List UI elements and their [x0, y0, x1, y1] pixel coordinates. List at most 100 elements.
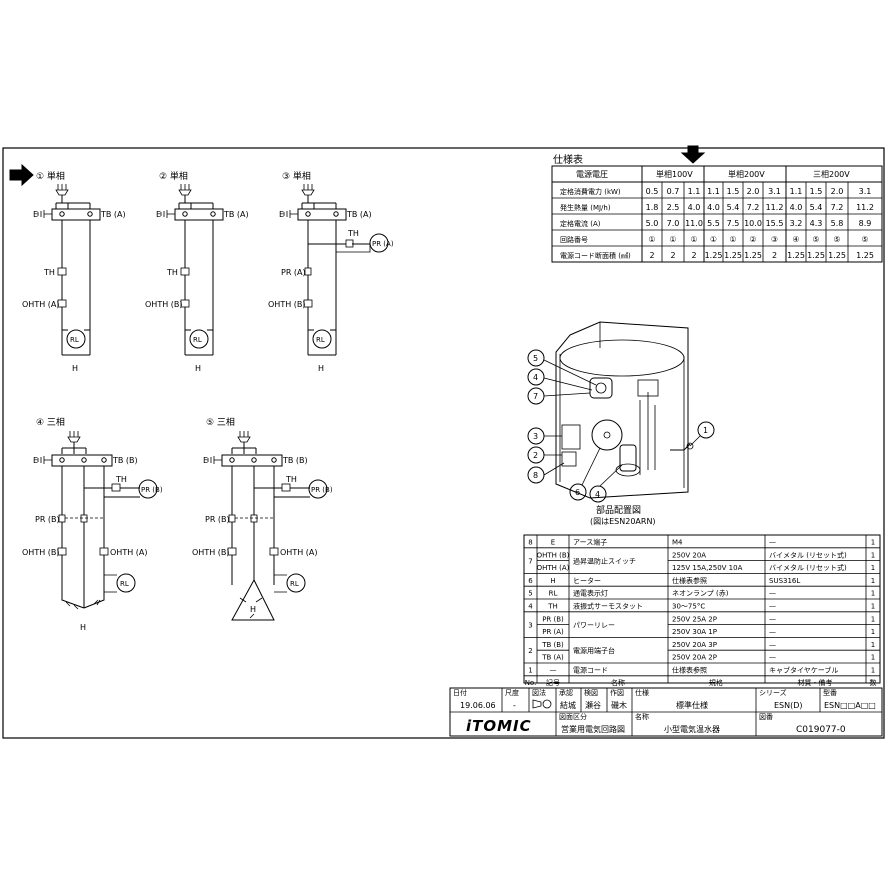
spec-cell: 3.1: [859, 187, 872, 196]
approve-value: 結城: [560, 700, 576, 710]
circuit-5: ⑤ 三相 E TB (B) TH PR (B) PR (B) OHTH (B) …: [192, 416, 333, 621]
parts-qty: 1: [871, 539, 875, 547]
circuit-label: ⑤ 三相: [206, 416, 235, 428]
ohth-switch: [57, 299, 67, 308]
pr-label: PR (A): [281, 268, 306, 277]
date-value: 19.06.06: [460, 701, 496, 710]
circuit-label: ③ 単相: [282, 170, 311, 182]
parts-qty: 1: [871, 615, 875, 623]
heater-label: H: [195, 364, 201, 373]
check-value: 瀬谷: [585, 700, 601, 710]
th-label: TH: [347, 229, 359, 238]
parts-no: 1: [528, 666, 532, 674]
parts-spec: 仕様表参照: [672, 666, 707, 675]
spec-label: 仕様: [635, 688, 649, 697]
check-label: 検図: [584, 688, 598, 697]
parts-no: 2: [528, 647, 532, 655]
parts-material: キャブタイヤケーブル: [769, 666, 838, 675]
spec-cell: 5.4: [810, 203, 823, 212]
rl-label: RL: [120, 580, 129, 588]
model-value: ESN□□A□□: [824, 701, 876, 710]
spec-cell: 2.0: [831, 187, 844, 196]
plug-icon: [55, 184, 69, 196]
spec-row-label: 回路番号: [560, 235, 588, 244]
series-label: シリーズ: [759, 688, 787, 697]
power-relay-icon: [138, 479, 158, 499]
callout-number: 8: [533, 471, 538, 480]
spec-value: 標準仕様: [676, 700, 708, 710]
thermostat-switch: [345, 239, 354, 248]
callout-number: 4: [595, 490, 600, 499]
parts-symbol: TB (B): [541, 641, 564, 649]
plug-icon: [178, 184, 192, 196]
terminal-block: [51, 208, 101, 221]
circuit-4: ④ 三相 E TB (B) TH PR (B) PR (B) OHTH (B) …: [22, 416, 163, 632]
parts-symbol: PR (A): [542, 628, 564, 636]
spec-cell: 5.4: [727, 203, 740, 212]
parts-symbol: RL: [549, 590, 558, 598]
draft-value: 磯木: [611, 700, 627, 710]
voltage-label: 電源電圧: [576, 170, 608, 179]
selected-arrow-icon: [680, 145, 706, 164]
spec-cell: 11.2: [856, 203, 874, 212]
parts-layout-figure: 5 4 7 3 2 8 6 4 1 部品配置図 (図はESN20ARN): [527, 321, 715, 526]
ohth-switch: [99, 547, 109, 556]
spec-cell: ④: [792, 235, 799, 244]
parts-material: —: [769, 590, 776, 598]
series-value: ESN(D): [774, 701, 803, 710]
spec-row-label: 電源コード断面積 (㎟): [560, 251, 631, 260]
pr-label: PR (B): [205, 515, 230, 524]
product-name-label: 名称: [635, 712, 649, 721]
parts-no: 7: [528, 558, 532, 566]
spec-cell: 2: [670, 251, 675, 260]
rl-label: RL: [70, 336, 79, 344]
th-label: TH: [285, 475, 297, 484]
spec-cell: 1.25: [744, 251, 762, 260]
parts-header-no: No.: [525, 679, 537, 687]
callout-number: 2: [533, 451, 538, 460]
spec-cell: 1.5: [810, 187, 823, 196]
parts-qty: 1: [871, 654, 875, 662]
indicator-lamp-icon: [116, 573, 136, 593]
indicator-lamp-icon: [286, 573, 306, 593]
terminal-e-label: E: [203, 456, 208, 465]
parts-qty: 1: [871, 603, 875, 611]
heater-star-icon: [61, 590, 105, 610]
plug-icon: [67, 431, 81, 443]
spec-cell: 7.2: [747, 203, 760, 212]
parts-material: —: [769, 539, 776, 547]
plug-icon: [237, 431, 251, 443]
spec-cell: 1.1: [790, 187, 803, 196]
spec-cell: 1.5: [727, 187, 740, 196]
earth-icon: [207, 456, 222, 464]
scale-value: -: [513, 701, 516, 710]
spec-title: 仕様表: [553, 153, 583, 166]
parts-name: 電源用端子台: [573, 646, 615, 655]
spec-cell: ①: [648, 235, 655, 244]
ohth-label: OHTH (B): [22, 548, 60, 557]
earth-icon: [283, 210, 298, 218]
parts-symbol: TH: [547, 603, 558, 611]
parts-spec: M4: [672, 539, 683, 547]
parts-qty: 1: [871, 564, 875, 572]
th-label: TH: [166, 268, 178, 277]
draft-label: 作図: [610, 688, 624, 697]
parts-material: —: [769, 615, 776, 623]
layout-subcaption: (図はESN20ARN): [590, 517, 656, 526]
title-block: 日付 19.06.06 尺度 - 図法 承認 結城 検図 瀬谷 作図 磯木 仕様…: [449, 687, 883, 737]
parts-symbol: E: [551, 539, 555, 547]
spec-cell: 1.1: [688, 187, 701, 196]
parts-name: 電源コード: [573, 665, 608, 674]
spec-row-label: 定格消費電力 (kW): [560, 187, 621, 196]
sheet-border: [2, 147, 885, 739]
heater-label: H: [80, 623, 86, 632]
callout-number: 4: [533, 373, 538, 382]
callout-number: 3: [533, 432, 538, 441]
parts-material: SUS316L: [769, 577, 800, 585]
spec-cell: 7.2: [831, 203, 844, 212]
ohth-label: OHTH (B): [192, 548, 230, 557]
ohth-label: OHTH (B): [268, 300, 306, 309]
callout-4b: 4: [589, 464, 623, 503]
terminal-tb-label: TB (A): [100, 210, 126, 219]
earth-icon: [37, 456, 52, 464]
